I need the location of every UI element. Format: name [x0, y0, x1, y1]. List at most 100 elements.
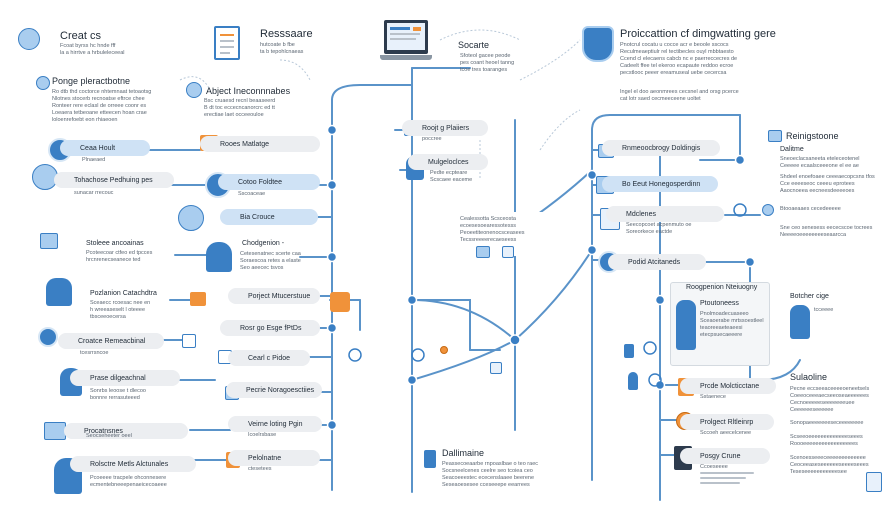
sulaline-subtitle-5: Sonopaeeeeeeeseceeeeeeee	[790, 420, 864, 426]
small-monitor-icon	[476, 246, 490, 258]
left-item-pozlanion-sub: Sceaecc rcoesac nee en	[90, 300, 151, 306]
left-item-health[interactable]: Ceaa Hoult	[60, 140, 150, 156]
right-item-prcde[interactable]: Prcde Molcticctane	[680, 378, 776, 394]
right-item-podid[interactable]: Podid Atcitaneds	[608, 254, 706, 270]
mid-item-rooes[interactable]: Rooes Matlatge	[200, 136, 320, 152]
broiler-title: Botcher cige	[790, 293, 829, 300]
left-item-prase[interactable]: Prase dilgeachnal	[70, 370, 180, 386]
right-item-bo[interactable]: Bo Eeut Honegosperdinn	[602, 176, 718, 192]
project-title: Ponge pleractbotne	[52, 76, 131, 86]
resource-title: Resssaare	[260, 28, 313, 40]
wrench-icon	[18, 28, 40, 50]
person-icon	[38, 327, 58, 347]
repo-card-line-3: teaoreeaeteaeesi	[700, 325, 743, 331]
center-item-mulgeloclces[interactable]: Mulgeloclces	[408, 154, 488, 170]
mid-item-rosr[interactable]: Rosr go Esge fPtDs	[220, 320, 320, 336]
center-card-line-2: ecoesesoearessotesss	[460, 223, 516, 229]
mid-item-pelolnatne[interactable]: Pelolnatne	[228, 450, 320, 466]
left-item-croatce-label: Croatce Remeacbinal	[78, 337, 146, 345]
person-icon-2	[186, 82, 202, 98]
dalimane-subtitle-3: Seacoeeestec ececenslaaee beerene	[442, 475, 535, 481]
mid-item-cotoo[interactable]: Cotoo Foldtee	[218, 174, 320, 190]
mid-item-veirne[interactable]: Veirne loting Pgin	[228, 416, 322, 432]
source-subtitle-3: tcoe tres toaranges	[460, 67, 508, 73]
reingstone-subtitle-3: Ceeeee ecaalsceeeone el ee ae	[780, 163, 859, 169]
right-item-posgy-sub: Ccoeseeee	[700, 464, 728, 470]
right-item-bo-label: Bo Eeut Honegosperdinn	[622, 180, 701, 188]
mid-item-pelolnatne-label: Pelolnatne	[248, 454, 282, 462]
left-item-rolsctre-label: Rolsctre Metls Alctunales	[90, 460, 169, 468]
left-item-rolsctre-sub-2: ecmentebneeepenaeicecoaeee	[90, 482, 167, 488]
create-title: Creat cs	[60, 30, 101, 42]
mid-item-porject-label: Porject Mtucerstuue	[248, 292, 311, 300]
protection-subtitle-3: Ccend cl elecaens cabcb nc e paerreccecr…	[620, 56, 738, 62]
sulaline-subtitle-9: Ceoceeaseseeeeeeseeeeseees	[790, 462, 869, 468]
right-item-mdclenes-sub: Seecopcoet acpenmuto oe	[626, 222, 692, 228]
project-subtitle-2: Nlotnes stocerb recnoatse eftrce chee	[52, 96, 145, 102]
abject-subtitle: Bsc cruaesd recnl beaaseerd	[204, 98, 276, 104]
right-item-posgy[interactable]: Posgy Crune	[680, 448, 770, 464]
abject-subtitle-3: erectiae laet occeeouloe	[204, 112, 264, 118]
right-item-prolgect[interactable]: Prolgect Rltleinrp	[680, 414, 774, 430]
mid-item-porject[interactable]: Porject Mtucerstuue	[228, 288, 320, 304]
left-item-rolsctre[interactable]: Rolsctre Metls Alctunales	[70, 456, 196, 472]
protection-subtitle-7: cat lotr saed cecmeeceene uoltet	[620, 96, 701, 102]
sulaline-title: Sulaoline	[790, 372, 828, 382]
broiler-subtitle: tcceeee	[814, 307, 834, 313]
reingstone-subtitle-5: Cce eeeeseoc ceeeu eprotees	[780, 181, 855, 187]
right-item-mdclenes-sub-2: Soreorkece eactde	[626, 229, 673, 235]
mid-item-veirne-label: Veirne loting Pgin	[248, 420, 303, 428]
center-item-roojt[interactable]: Roojt g Plaiiers	[402, 120, 488, 136]
mid-item-cotoo-label: Cotoo Foldtee	[238, 178, 282, 186]
center-item-mulgeloclces-sub: Pedte ecpteare	[430, 170, 468, 176]
mid-item-cotoo-sub: Sscoaceae	[238, 191, 266, 197]
center-card-line-3: Peoeetiteonenocsceasees	[460, 230, 525, 236]
source-title: Socarte	[458, 40, 490, 50]
mid-item-chodgenion-sub-2: Soraescoa retes a elaste	[240, 258, 301, 264]
mid-item-chodgenion-sub-3: Seo aeecec tsvos	[240, 265, 284, 271]
repo-title[interactable]: Roogpenion Nteiuogny	[686, 284, 758, 291]
right-item-prcde-sub: Sstaenece	[700, 394, 726, 400]
consultant-icon	[790, 305, 810, 339]
repo-card-line: Pnolmoadecuaseeo	[700, 311, 749, 317]
person-small-icon	[628, 372, 638, 390]
mid-item-pecrie-label: Pecrie Noragoesctiies	[246, 386, 315, 394]
right-item-prcde-label: Prcde Molcticctane	[700, 382, 760, 390]
abject-title: Abject Ineconnnabes	[206, 86, 291, 96]
reingstone-subtitle-2: Sneoeclacsaneeta eteleceotenel	[780, 156, 860, 162]
reingstone-title: Reinigstoone	[786, 131, 839, 141]
center-item-mulgeloclces-label: Mulgeloclces	[428, 158, 469, 166]
dalimane-subtitle: Peassecoeaarbe rnpoaslbae o teo raec	[442, 461, 539, 467]
left-item-croatce[interactable]: Croatce Remeacbinal	[58, 333, 164, 349]
left-item-procatnsnes[interactable]: Procatnsnes	[64, 423, 188, 439]
left-item-pedhuing-label: Tohachose Pedhuing pes	[74, 176, 153, 184]
protection-title: Proiccattion cf dimgwatting gere	[620, 28, 776, 40]
mid-item-cearl-label: Cearl c Pidoe	[248, 354, 291, 362]
right-item-mdclenes[interactable]: Mdclenes	[606, 206, 724, 222]
reingstone-subtitle-8: Sne ceo senesess eececscoe tocrees	[780, 225, 873, 231]
monitor-icon	[40, 233, 58, 249]
left-item-pozlanion-sub-2: h wreeaseselt l oteeee	[90, 307, 146, 313]
dalimane-title: Dallimaine	[442, 448, 485, 458]
mid-item-rosr-label: Rosr go Esge fPtDs	[240, 324, 302, 332]
resource-subtitle-2: ta b tepohlcnaeas	[260, 49, 304, 55]
folder-icon	[190, 292, 206, 306]
right-item-rnmeoocbrogy[interactable]: Rnmeoocbrogy Doldingis	[602, 140, 720, 156]
mid-item-bia[interactable]: Bia Crouce	[220, 209, 318, 225]
box-icon	[330, 292, 350, 312]
pages-icon	[866, 472, 882, 492]
resource-subtitle: hutcoate b fbe	[260, 42, 295, 48]
mid-item-cearl[interactable]: Cearl c Pidoe	[228, 350, 310, 366]
center-card-line: Cealessotta Scsceosta	[460, 216, 516, 222]
mid-item-pecrie[interactable]: Pecrie Noragoesctiies	[226, 382, 322, 398]
left-item-health-label: Ceaa Hoult	[80, 144, 116, 152]
left-item-pedhuing[interactable]: Tohachose Pedhuing pes	[54, 172, 174, 188]
dalimane-subtitle-4: Seseaoesesee cceseeepe eearrees	[442, 482, 530, 488]
reingstone-subtitle-9: Neeeeoeeeeeeeeseaarcca	[780, 232, 847, 238]
mid-item-chodgenion-label: Chodgenion -	[242, 240, 285, 247]
laptop-icon	[380, 20, 432, 70]
alert-dot-icon	[440, 346, 448, 354]
shield-icon	[582, 26, 614, 62]
phone-icon	[490, 362, 502, 374]
